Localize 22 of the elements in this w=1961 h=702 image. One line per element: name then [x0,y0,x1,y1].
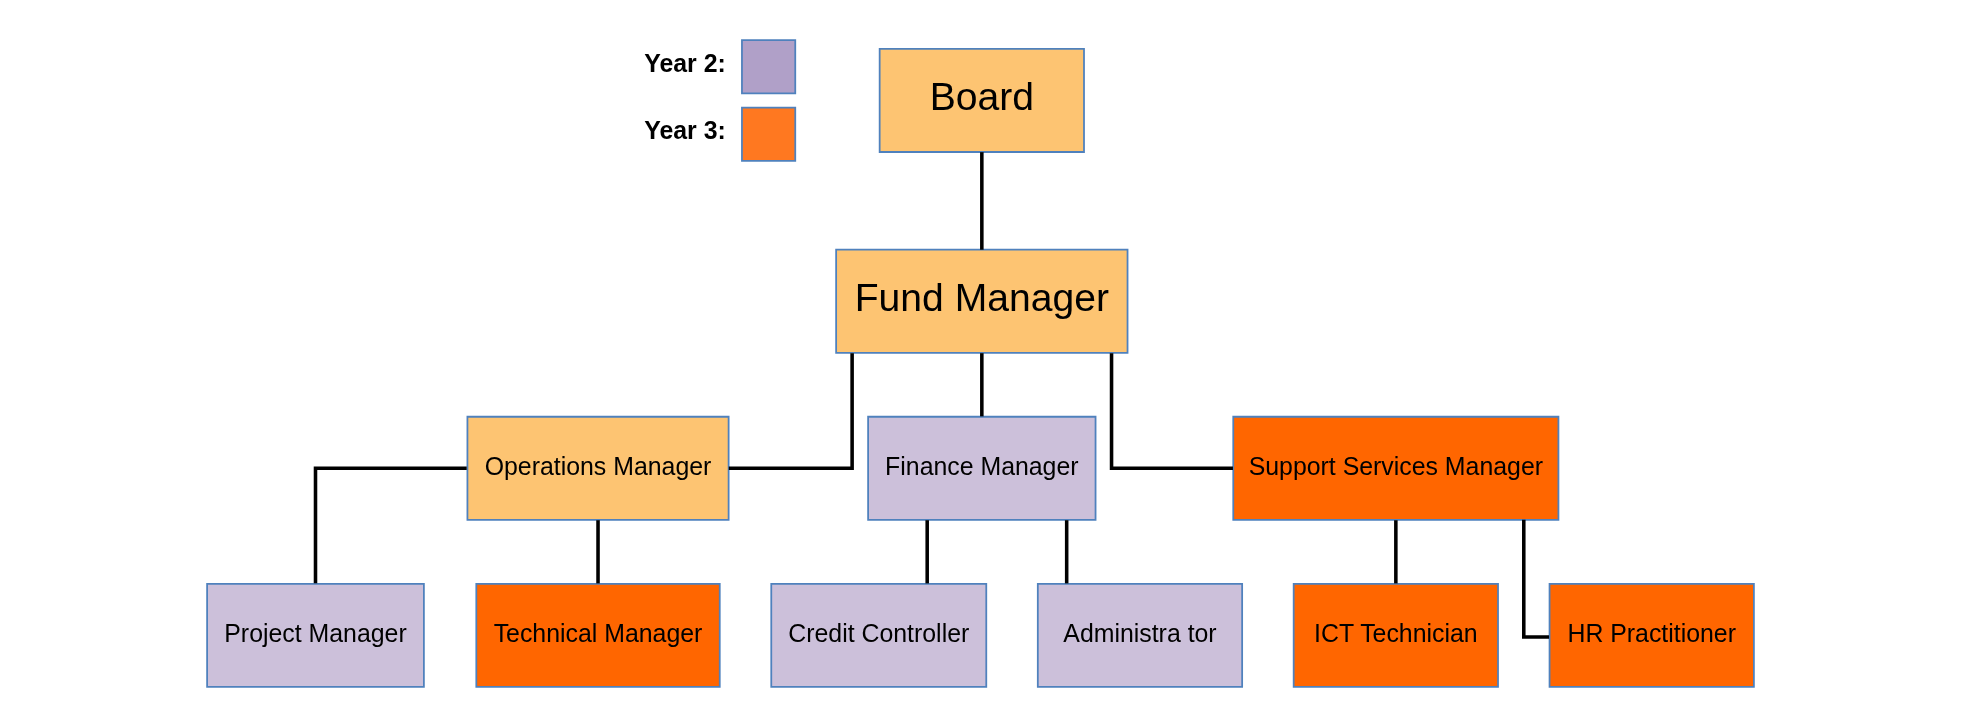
node-box: Board [878,48,1085,153]
node-box: HR Practitioner [1548,582,1755,688]
node-box: Credit Controller [770,582,988,688]
node-box: Administra tor [1036,582,1244,688]
connector [596,520,600,584]
connector [925,520,929,584]
legend-label: Year 3: [644,116,726,145]
node-box: ICT Technician [1292,582,1499,688]
node-box: Operations Manager [466,415,730,521]
connector [313,466,467,584]
node-box: Finance Manager [867,415,1097,521]
connector [1394,520,1398,584]
node-box: Technical Manager [475,582,721,688]
connector [1064,520,1069,584]
connector [980,353,984,417]
connector [1109,353,1233,471]
node-box: Project Manager [206,582,425,688]
node-box: Support Services Manager [1232,415,1560,521]
connector [980,152,984,250]
legend-label: Year 2: [644,48,726,77]
node-box: Fund Manager [835,248,1129,354]
connector [728,353,854,471]
